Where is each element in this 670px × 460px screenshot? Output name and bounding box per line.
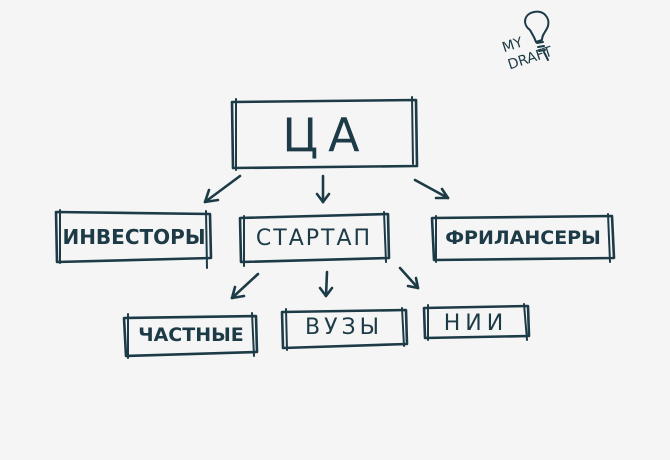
arrow-startup-to-universities	[318, 270, 334, 298]
private-label: ЧАСТНЫЕ	[138, 324, 244, 346]
freelancers-box	[430, 213, 616, 263]
universities-box	[280, 307, 409, 351]
arrow-startup-to-private	[230, 272, 260, 300]
universities-label: ВУЗЫ	[304, 315, 383, 340]
investors-box	[54, 209, 213, 269]
root-label: ЦА	[282, 108, 370, 162]
freelancers-label: ФРИЛАНСЕРЫ	[445, 227, 601, 249]
arrow-root-to-startup	[315, 174, 331, 204]
lightbulb-icon	[524, 10, 550, 61]
nii-box	[422, 303, 531, 341]
startup-label: СТАРТАП	[255, 226, 373, 251]
nii-label: НИИ	[443, 311, 509, 336]
arrow-startup-to-nii	[398, 266, 420, 290]
investors-label: ИНВЕСТОРЫ	[62, 225, 206, 249]
arrow-root-to-investors	[203, 174, 242, 204]
startup-box	[238, 211, 391, 267]
private-box	[122, 312, 259, 359]
arrow-root-to-freelancers	[413, 178, 450, 200]
root-box	[230, 96, 419, 171]
